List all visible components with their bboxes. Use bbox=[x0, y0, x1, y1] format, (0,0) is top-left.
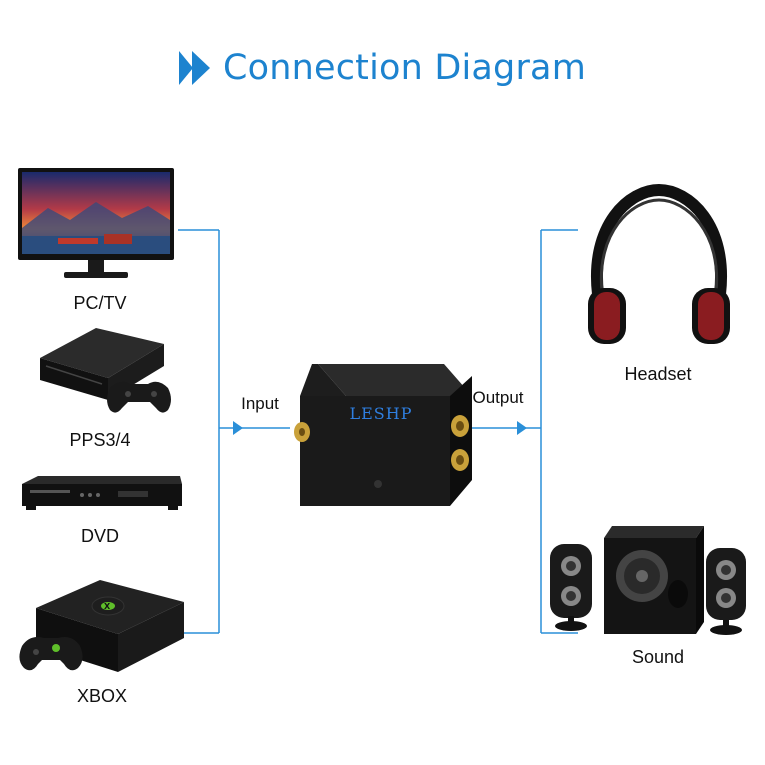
input-label-dvd: DVD bbox=[80, 526, 119, 546]
converter-box-icon bbox=[294, 364, 472, 506]
input-connector-label: Input bbox=[241, 394, 279, 413]
input-label-ps3: PPS3/4 bbox=[69, 430, 131, 450]
input-label-pc-tv: PC/TV bbox=[73, 293, 127, 313]
game-console-icon bbox=[40, 328, 171, 413]
dvd-player-icon bbox=[22, 476, 182, 510]
input-label-xbox: XBOX bbox=[76, 686, 128, 706]
output-arrow-icon bbox=[517, 421, 527, 435]
svg-text:X: X bbox=[104, 602, 111, 611]
output-label-headset: Headset bbox=[624, 364, 692, 384]
page-title: Connection Diagram bbox=[222, 48, 587, 88]
double-chevron-right-icon bbox=[178, 51, 210, 85]
diagram-title: Connection Diagram bbox=[0, 48, 765, 100]
input-arrow-icon bbox=[233, 421, 243, 435]
output-label-sound: Sound bbox=[631, 647, 685, 667]
headset-icon bbox=[588, 184, 730, 344]
output-connector-label: Output bbox=[472, 388, 524, 407]
speaker-system-icon bbox=[550, 526, 746, 635]
converter-brand-label: LESHP bbox=[349, 404, 413, 423]
xbox-console-icon: X bbox=[19, 580, 184, 672]
monitor-icon bbox=[18, 168, 174, 278]
